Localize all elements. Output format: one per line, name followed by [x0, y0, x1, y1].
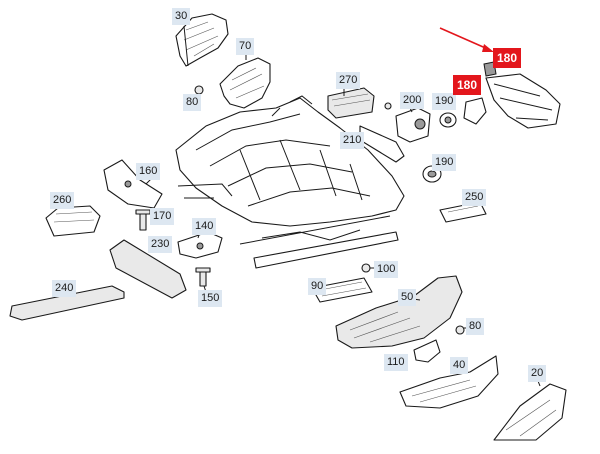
callout-180-small[interactable]: 180 [453, 75, 482, 95]
part-110-cap [413, 339, 441, 363]
part-200-motor [395, 107, 431, 143]
callout-210[interactable]: 210 [340, 132, 365, 149]
part-170-bolt [135, 209, 151, 231]
highlight-arrow [439, 27, 494, 52]
callout-190-lower[interactable]: 190 [432, 154, 457, 171]
part-260-cover [45, 205, 101, 237]
seat-rail [239, 215, 399, 269]
callout-20[interactable]: 20 [528, 365, 547, 382]
callout-180-large[interactable]: 180 [493, 48, 522, 68]
callout-40[interactable]: 40 [450, 357, 469, 374]
part-240-strip [9, 285, 125, 321]
part-270-bracket [327, 87, 392, 119]
part-20-side-trim [493, 383, 567, 441]
callout-200[interactable]: 200 [400, 92, 425, 109]
callout-150[interactable]: 150 [198, 290, 223, 307]
part-30-shell [175, 13, 229, 67]
part-40-back-cover [399, 355, 499, 409]
callout-100[interactable]: 100 [374, 261, 399, 278]
callout-30[interactable]: 30 [172, 8, 191, 25]
part-70-cover [219, 57, 271, 109]
callout-70[interactable]: 70 [236, 38, 255, 55]
part-100-screw [361, 263, 371, 273]
callout-80-lower[interactable]: 80 [466, 318, 485, 335]
callout-50[interactable]: 50 [398, 289, 417, 306]
part-160-bracket [103, 159, 163, 209]
part-230-trim [109, 239, 187, 299]
part-80-nut-lower [455, 325, 465, 335]
callout-190-upper[interactable]: 190 [432, 93, 457, 110]
callout-140[interactable]: 140 [192, 218, 217, 235]
part-80-nut-top [194, 85, 204, 95]
callout-110[interactable]: 110 [384, 354, 408, 371]
callout-90[interactable]: 90 [308, 278, 327, 295]
part-90-cover [311, 277, 373, 303]
callout-170[interactable]: 170 [150, 208, 175, 225]
callout-250[interactable]: 250 [462, 189, 487, 206]
part-150-bolt [195, 267, 211, 287]
callout-270[interactable]: 270 [336, 72, 361, 89]
callout-260[interactable]: 260 [50, 192, 75, 209]
callout-80-upper[interactable]: 80 [183, 94, 202, 111]
callout-160[interactable]: 160 [136, 163, 161, 180]
part-190-clip-upper [439, 112, 457, 128]
part-180-clip [463, 97, 487, 125]
part-180-assembly [483, 61, 561, 129]
callout-240[interactable]: 240 [52, 280, 77, 297]
callout-230[interactable]: 230 [148, 236, 173, 253]
seat-frame [175, 95, 405, 227]
part-140-bracket [177, 231, 223, 259]
